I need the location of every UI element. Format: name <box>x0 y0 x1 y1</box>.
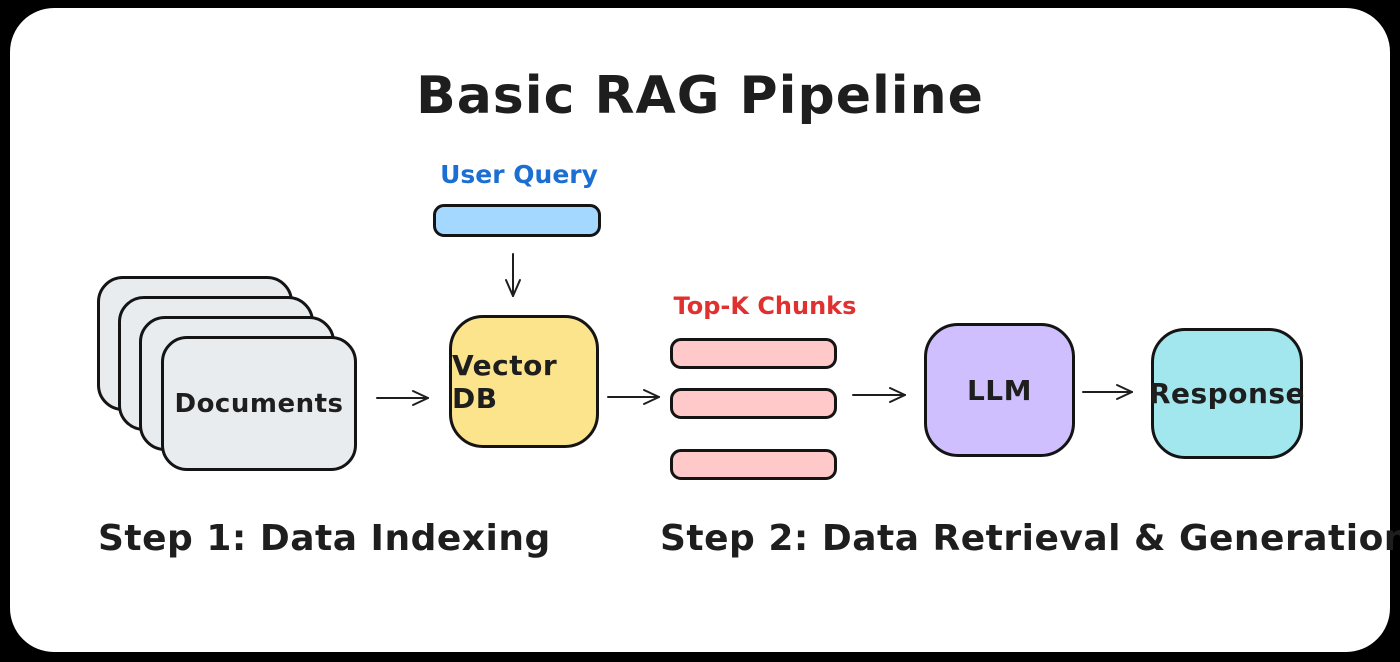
response-label: Response <box>1148 377 1306 410</box>
arrow-vectordb-to-chunks <box>607 389 660 405</box>
whiteboard-canvas: Basic RAG Pipeline User Query Documents … <box>10 8 1400 652</box>
llm-label: LLM <box>966 373 1033 407</box>
chunk-bar <box>670 388 837 419</box>
top-k-chunks-label: Top-K Chunks <box>673 292 857 320</box>
vector-db-label: Vector DB <box>452 348 558 415</box>
step2-caption: Step 2: Data Retrieval & Generation <box>660 518 1400 559</box>
chunk-bar <box>670 449 837 480</box>
step1-caption: Step 1: Data Indexing <box>98 518 551 559</box>
documents-label: Documents <box>174 388 344 419</box>
arrow-userquery-to-vectordb <box>505 253 521 297</box>
arrow-chunks-to-llm <box>852 387 906 403</box>
chunk-bar <box>670 338 837 369</box>
arrow-documents-to-vectordb <box>376 390 429 406</box>
documents-node: Documents <box>161 336 357 471</box>
vector-db-node: Vector DB <box>449 315 599 448</box>
response-node: Response <box>1148 328 1306 459</box>
diagram-title: Basic RAG Pipeline <box>416 66 984 126</box>
user-query-label: User Query <box>440 160 598 189</box>
user-query-box <box>433 204 601 237</box>
llm-node: LLM <box>924 323 1075 457</box>
arrow-llm-to-response <box>1082 384 1133 400</box>
